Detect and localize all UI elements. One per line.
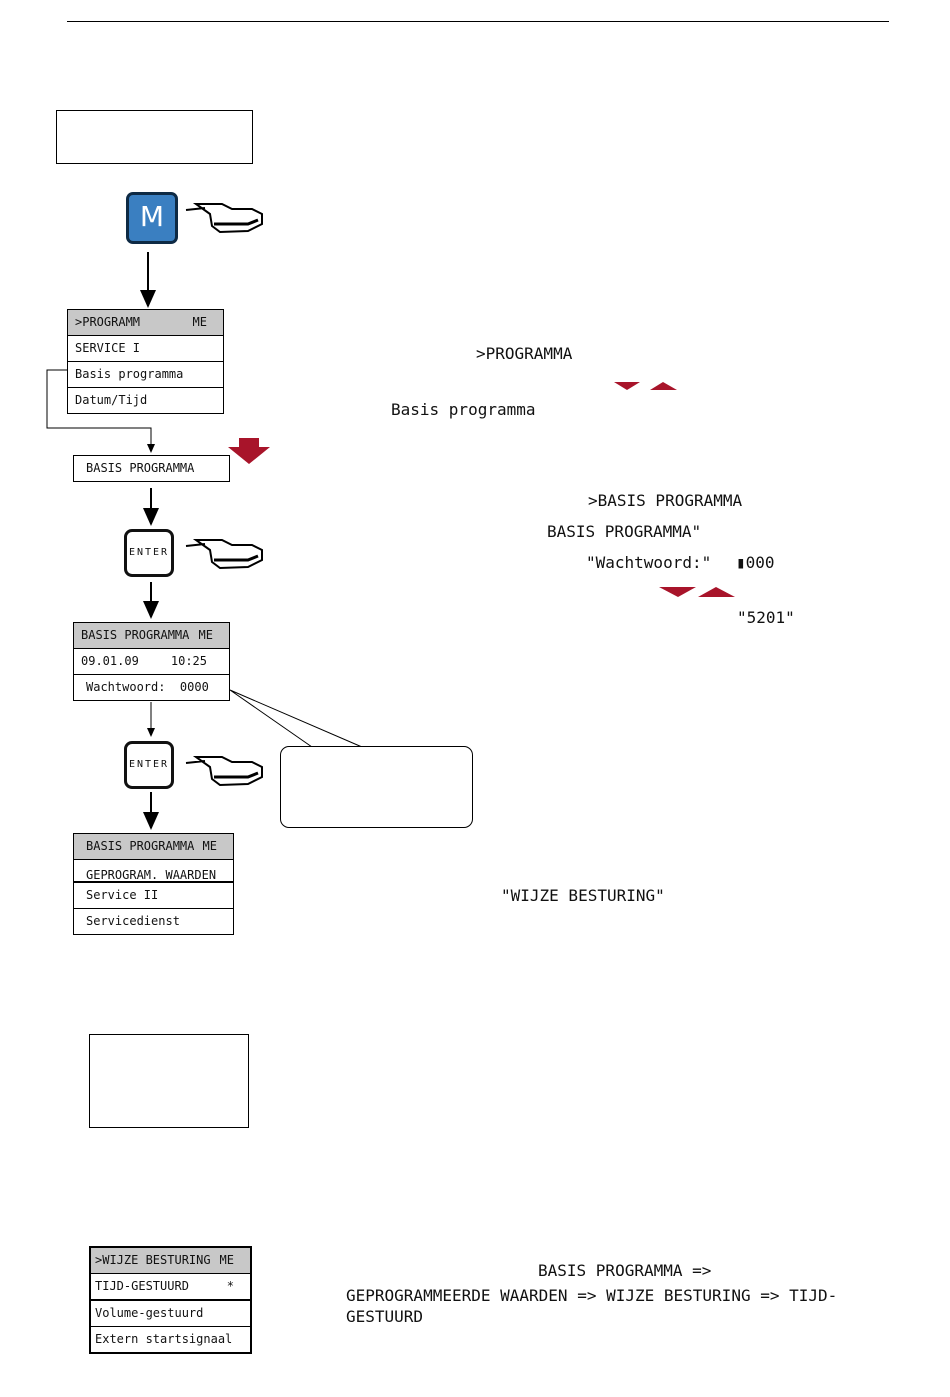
- text-basis-programma-3: BASIS PROGRAMMA": [547, 522, 702, 541]
- lcd-menu-basis-password: BASIS PROGRAMMA ME 09.01.09 10:25: [73, 622, 230, 677]
- lcd-row: SERVICE I: [68, 336, 223, 363]
- lcd-date: 09.01.09: [81, 654, 139, 668]
- text-basis-programma-2: >BASIS PROGRAMMA: [588, 491, 743, 510]
- lcd-header: >PROGRAMM ME: [68, 310, 223, 336]
- arrow-basis-link: [46, 369, 155, 453]
- menu-key[interactable]: M: [126, 192, 178, 244]
- lcd-row: Volume-gestuurd: [91, 1301, 250, 1327]
- text-password-value: ▮000: [736, 553, 775, 572]
- text-basis-programma: Basis programma: [391, 400, 536, 419]
- lcd-time: 10:25: [170, 654, 207, 668]
- small-up-arrow: [650, 382, 677, 390]
- lcd-row: Service II: [74, 883, 233, 909]
- top-rule: [67, 21, 889, 22]
- callout-pointer: [229, 689, 363, 748]
- text-wijze-besturing: "WIJZE BESTURING": [501, 886, 665, 905]
- lcd-menu-programma-tail: Basis programma Datum/Tijd: [67, 361, 224, 414]
- lcd-row: Basis programma: [68, 362, 223, 388]
- lcd-row-marker: *: [226, 1279, 234, 1293]
- enter-key[interactable]: ENTER: [124, 529, 174, 577]
- callout-box: [280, 746, 473, 828]
- heading-box: [56, 110, 253, 164]
- lcd-header-right: ME: [192, 315, 207, 329]
- text-code: "5201": [737, 608, 795, 627]
- text-path-2: GEPROGRAMMEERDE WAARDEN => WIJZE BESTURI…: [346, 1286, 838, 1305]
- lcd-password-row: Wachtwoord: 0000: [73, 674, 230, 701]
- lcd-header-label: >PROGRAMM: [75, 315, 141, 329]
- lcd-header-right: ME: [198, 628, 213, 642]
- lcd-row: TIJD-GESTUURD *: [91, 1274, 250, 1301]
- lcd-row: Servicedienst: [86, 914, 180, 928]
- lcd-row: 09.01.09 10:25: [74, 649, 229, 676]
- basis-programma-box: BASIS PROGRAMMA: [73, 455, 230, 482]
- hand-icon-3: [185, 756, 263, 787]
- lcd-header-label: BASIS PROGRAMMA: [86, 839, 195, 853]
- text-path-1: BASIS PROGRAMMA =>: [538, 1261, 712, 1280]
- small-up-arrow-2: [698, 587, 735, 597]
- lcd-menu-wijze-besturing: >WIJZE BESTURING ME TIJD-GESTUURD * Volume…: [89, 1246, 252, 1354]
- lcd-row-label: TIJD-GESTUURD: [95, 1279, 189, 1293]
- small-down-arrow: [614, 382, 640, 390]
- small-down-arrow-2: [659, 587, 696, 597]
- lcd-header-label: >WIJZE BESTURING: [95, 1253, 211, 1267]
- lcd-row: Extern startsignaal: [95, 1332, 233, 1346]
- enter-key-2[interactable]: ENTER: [124, 741, 174, 789]
- note-box: [89, 1034, 249, 1128]
- lcd-row: Wachtwoord: 0000: [86, 680, 209, 694]
- lcd-header: BASIS PROGRAMMA ME: [74, 834, 233, 860]
- lcd-row: GEPROGRAM. WAARDEN: [74, 860, 233, 883]
- lcd-menu-programma: >PROGRAMM ME SERVICE I: [67, 309, 224, 364]
- lcd-header: BASIS PROGRAMMA ME: [74, 623, 229, 649]
- text-programma: >PROGRAMMA: [476, 344, 573, 363]
- text-path-3: GESTUURD: [346, 1307, 424, 1326]
- hand-icon-1: [185, 203, 263, 234]
- text-wachtwoord: "Wachtwoord:": [586, 553, 712, 572]
- lcd-menu-basis: BASIS PROGRAMMA ME GEPROGRAM. WAARDEN Ser…: [73, 833, 234, 935]
- red-down-arrow: [228, 438, 270, 464]
- lcd-row: BASIS PROGRAMMA: [86, 461, 195, 475]
- lcd-header-label: BASIS PROGRAMMA: [81, 628, 190, 642]
- lcd-header-right: ME: [202, 839, 217, 853]
- lcd-header-right: ME: [219, 1253, 234, 1267]
- lcd-header: >WIJZE BESTURING ME: [91, 1248, 250, 1274]
- hand-icon-2: [185, 539, 263, 570]
- lcd-row: Datum/Tijd: [75, 393, 148, 407]
